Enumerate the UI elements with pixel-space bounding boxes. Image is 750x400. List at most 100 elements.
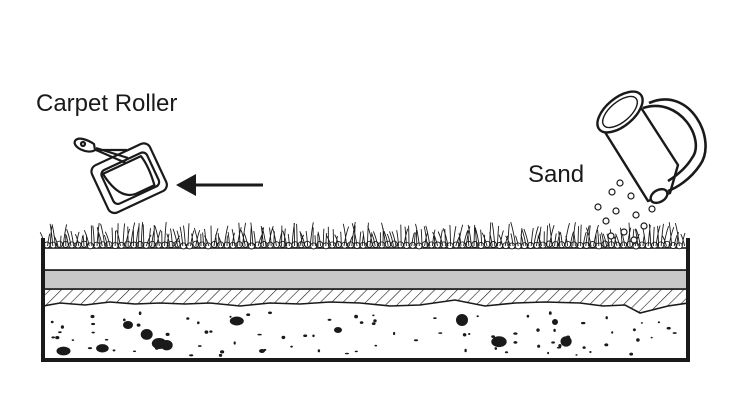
soil-stone (491, 335, 495, 338)
soil-stone (55, 336, 60, 340)
soil-stone (575, 354, 578, 356)
soil-stone (629, 352, 634, 356)
soil-stone (371, 322, 376, 325)
soil-stone (90, 314, 95, 319)
soil-stone (257, 333, 262, 336)
grass-blade-cluster (39, 221, 686, 247)
soil-stone (50, 320, 54, 324)
sand-grain (640, 222, 648, 230)
soil-stone (136, 323, 141, 327)
soil-stone (632, 328, 636, 332)
soil-stone (513, 341, 518, 344)
soil-stone (359, 321, 364, 324)
sand-granule (359, 241, 367, 249)
soil-stone (268, 311, 272, 315)
soil-stone (189, 354, 194, 357)
soil-stone (636, 338, 640, 342)
soil-stone (317, 349, 321, 353)
soil-stone (374, 344, 378, 347)
soil-stone (71, 339, 75, 341)
soil-stone (551, 341, 555, 344)
soil-stone (566, 335, 571, 339)
soil-stone (558, 344, 562, 348)
soil-stone (433, 317, 437, 319)
sand-label: Sand (528, 161, 585, 188)
sand-granule (620, 241, 628, 249)
soil-stone (553, 328, 556, 332)
sand-granule (136, 241, 144, 248)
sand-grain (627, 192, 635, 200)
soil-stone (589, 351, 592, 353)
sand-grain (612, 207, 620, 215)
sand-granule (248, 242, 256, 250)
sand-granule (235, 241, 243, 249)
soil-stone (526, 314, 530, 318)
sand-grain (602, 217, 610, 225)
soil-stone (611, 331, 614, 334)
soil-stone (165, 332, 170, 336)
soil-stone (548, 311, 552, 315)
soil-stone (218, 353, 223, 357)
soil-stone (303, 334, 308, 338)
soil-stone (582, 346, 586, 349)
soil-stone (101, 345, 105, 349)
soil-stone (657, 321, 661, 324)
hatched-layer (42, 288, 689, 314)
soil-stone (556, 346, 562, 349)
sand-granule (378, 241, 386, 249)
sand-granule (601, 240, 609, 248)
soil-stone (51, 336, 55, 339)
soil-stone (494, 347, 498, 350)
sand-grain (630, 236, 638, 244)
soil-stone (372, 314, 375, 317)
sand-granule (198, 241, 206, 249)
soil-stone (666, 326, 671, 330)
container-outline (41, 238, 690, 362)
soil-stone (354, 314, 358, 319)
soil-stone (476, 315, 479, 318)
sand-granule (520, 242, 528, 250)
sand-grain (608, 188, 616, 196)
soil-stone (438, 332, 443, 334)
soil-stone (560, 336, 572, 347)
soil-stone (123, 321, 133, 329)
sand-granule (297, 241, 305, 249)
soil-stone (112, 349, 116, 352)
soil-stone (464, 348, 467, 353)
soil-stone (344, 352, 349, 355)
soil-stone (491, 336, 507, 348)
soil-stone (462, 333, 467, 337)
soil-stone (132, 350, 137, 353)
soil-stone (220, 350, 225, 354)
soil-stone (672, 332, 677, 334)
sand-granule (266, 241, 274, 249)
soil-stone (138, 311, 142, 316)
membrane-layer (42, 247, 689, 271)
sand-grain (616, 179, 624, 187)
soil-stone (233, 341, 236, 345)
soil-stone (123, 318, 126, 322)
soil-stone (504, 351, 509, 354)
sand-granule (186, 242, 194, 250)
soil-stone (140, 329, 153, 340)
soil-stone (290, 345, 293, 348)
soil-stone (327, 318, 332, 321)
soil-stone (604, 343, 609, 347)
soil-stone (197, 321, 200, 325)
sand-granule (347, 241, 355, 249)
soil-stone (605, 316, 608, 320)
sand-bucket-icon (596, 90, 707, 205)
grass-blades (39, 221, 686, 247)
soil-stone (547, 351, 550, 355)
carpet-roller-icon (73, 137, 168, 215)
soil-stone (581, 321, 586, 325)
soil-stone (87, 347, 93, 350)
soil-stone (91, 331, 95, 334)
soil-stone (204, 330, 209, 334)
soil-stone (91, 322, 96, 326)
soil-stone (312, 334, 315, 338)
sand-grain (620, 228, 628, 236)
soil-stone (354, 350, 358, 353)
sand-granule (390, 240, 398, 248)
